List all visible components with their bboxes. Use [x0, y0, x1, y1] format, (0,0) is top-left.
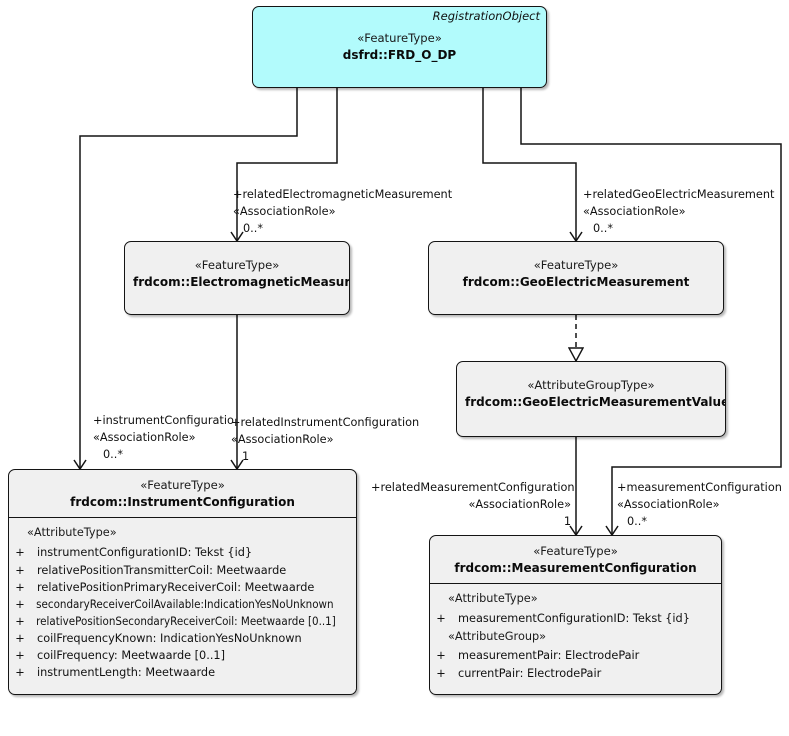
class-name-label: frdcom::GeoElectricMeasurementValue	[465, 394, 726, 409]
node-header: «FeatureType» frdcom::MeasurementConfigu…	[430, 536, 721, 585]
stereotype-label: «FeatureType»	[357, 31, 442, 46]
class-node-electromagnetic-measurement[interactable]: «FeatureType» frdcom::ElectromagneticMea…	[124, 241, 350, 315]
attribute-text: currentPair: ElectrodePair	[458, 666, 602, 680]
attribute-text: coilFrequency: Meetwaarde [0..1]	[37, 649, 226, 663]
edge-label-instrument-configuration: +instrumentConfiguratio «AssociationRole…	[93, 412, 234, 463]
attribute-group-label: «AttributeType»	[448, 592, 538, 606]
visibility-marker: +	[15, 666, 25, 680]
association-role-stereotype: «AssociationRole»	[468, 498, 572, 512]
attribute-compartment: «AttributeType» + instrumentConfiguratio…	[9, 518, 356, 689]
class-node-geoelectric-measurement[interactable]: «FeatureType» frdcom::GeoElectricMeasure…	[428, 241, 724, 315]
multiplicity-label: 0..*	[103, 448, 124, 462]
stereotype-label: «FeatureType»	[533, 258, 619, 272]
attribute-text: relativePositionPrimaryReceiverCoil: Mee…	[37, 580, 315, 594]
association-role-stereotype: «AssociationRole»	[233, 205, 336, 219]
attribute-row: + measurementPair: ElectrodePair	[430, 647, 721, 664]
attribute-row: + coilFrequencyKnown: IndicationYesNoUnk…	[9, 630, 356, 647]
stereotype-label: «AttributeGroupType»	[527, 378, 655, 392]
visibility-marker: +	[15, 597, 25, 611]
association-role-name: +relatedGeoElectricMeasurement	[583, 188, 775, 201]
registration-object-label: RegistrationObject	[432, 9, 540, 23]
class-node-instrument-configuration[interactable]: «FeatureType» frdcom::InstrumentConfigur…	[8, 469, 357, 695]
visibility-marker: +	[15, 580, 25, 594]
attribute-row: + secondaryReceiverCoilAvailable:Indicat…	[9, 596, 356, 613]
stereotype-label: «FeatureType»	[140, 478, 225, 492]
node-header: «FeatureType» frdcom::ElectromagneticMea…	[125, 242, 349, 295]
stereotype-label: «FeatureType»	[194, 258, 280, 272]
class-name-label: dsfrd::FRD_O_DP	[342, 48, 457, 63]
class-name-label: frdcom::InstrumentConfiguration	[70, 494, 295, 509]
attribute-row: + relativePositionSecondaryReceiverCoil:…	[9, 613, 356, 630]
node-header: «FeatureType» frdcom::InstrumentConfigur…	[9, 470, 356, 519]
multiplicity-label: 1	[242, 450, 250, 464]
node-header: «FeatureType» dsfrd::FRD_O_DP	[253, 23, 546, 68]
attribute-row: + relativePositionTransmitterCoil: Meetw…	[9, 562, 356, 579]
attribute-row: + instrumentConfigurationID: Tekst {id}	[9, 544, 356, 561]
class-name-label: frdcom::GeoElectricMeasurement	[462, 274, 690, 289]
class-node-measurement-configuration[interactable]: «FeatureType» frdcom::MeasurementConfigu…	[429, 535, 722, 695]
visibility-marker: +	[15, 563, 25, 577]
association-role-name: +measurementConfiguration	[617, 481, 782, 494]
visibility-marker: +	[436, 666, 446, 680]
attribute-group-label: «AttributeGroup»	[448, 629, 547, 643]
node-header: «AttributeGroupType» frdcom::GeoElectric…	[457, 362, 725, 415]
attribute-row: + instrumentLength: Meetwaarde	[9, 664, 356, 681]
attribute-row: + measurementConfigurationID: Tekst {id}	[430, 610, 721, 627]
attribute-text: relativePositionTransmitterCoil: Meetwaa…	[37, 563, 287, 577]
edge-label-measurement-configuration: +measurementConfiguration «AssociationRo…	[617, 479, 782, 530]
attribute-text: instrumentLength: Meetwaarde	[37, 666, 216, 680]
association-role-name: +instrumentConfiguratio	[93, 414, 234, 427]
attribute-row: + relativePositionPrimaryReceiverCoil: M…	[9, 579, 356, 596]
class-name-label: frdcom::ElectromagneticMeasurement	[133, 274, 350, 289]
node-header: «FeatureType» frdcom::GeoElectricMeasure…	[429, 242, 723, 295]
attribute-row: + coilFrequency: Meetwaarde [0..1]	[9, 647, 356, 664]
class-node-geoelectric-measurement-value[interactable]: «AttributeGroupType» frdcom::GeoElectric…	[456, 361, 726, 437]
association-role-stereotype: «AssociationRole»	[93, 431, 196, 445]
edge-label-related-instrument-configuration: +relatedInstrumentConfiguration «Associa…	[231, 414, 419, 465]
edge-label-related-measurement-configuration: +relatedMeasurementConfiguration «Associ…	[371, 479, 575, 530]
class-name-label: frdcom::MeasurementConfiguration	[454, 560, 697, 575]
stereotype-label: «FeatureType»	[533, 544, 618, 558]
association-role-name: +relatedInstrumentConfiguration	[231, 416, 420, 429]
multiplicity-label: 1	[563, 515, 571, 529]
visibility-marker: +	[15, 546, 25, 560]
visibility-marker: +	[436, 612, 446, 626]
association-role-stereotype: «AssociationRole»	[583, 205, 686, 219]
association-role-name: +relatedMeasurementConfiguration	[371, 481, 575, 494]
association-role-name: +relatedElectromagneticMeasurement	[233, 188, 453, 201]
attribute-text: measurementConfigurationID: Tekst {id}	[458, 612, 690, 626]
attribute-text: secondaryReceiverCoilAvailable:Indicatio…	[36, 597, 334, 611]
multiplicity-label: 0..*	[243, 222, 264, 236]
visibility-marker: +	[15, 649, 25, 663]
attribute-text: measurementPair: ElectrodePair	[458, 649, 640, 663]
attribute-text: instrumentConfigurationID: Tekst {id}	[37, 546, 253, 560]
attribute-row: + currentPair: ElectrodePair	[430, 665, 721, 682]
attribute-text: relativePositionSecondaryReceiverCoil: M…	[36, 615, 336, 628]
edge-label-related-geoelectric-measurement: +relatedGeoElectricMeasurement «Associat…	[583, 186, 774, 237]
visibility-marker: +	[15, 632, 25, 646]
association-role-stereotype: «AssociationRole»	[231, 433, 334, 447]
visibility-marker: +	[436, 649, 446, 663]
attribute-text: coilFrequencyKnown: IndicationYesNoUnkno…	[37, 632, 302, 646]
visibility-marker: +	[15, 615, 25, 628]
multiplicity-label: 0..*	[627, 515, 648, 529]
attribute-compartment: «AttributeType» + measurementConfigurati…	[430, 584, 721, 689]
association-role-stereotype: «AssociationRole»	[617, 498, 720, 512]
attribute-group-label: «AttributeType»	[27, 526, 117, 540]
multiplicity-label: 0..*	[593, 222, 614, 236]
class-node-frd-o-dp[interactable]: RegistrationObject «FeatureType» dsfrd::…	[252, 6, 547, 88]
edge-label-related-electromagnetic-measurement: +relatedElectromagneticMeasurement «Asso…	[233, 186, 452, 237]
